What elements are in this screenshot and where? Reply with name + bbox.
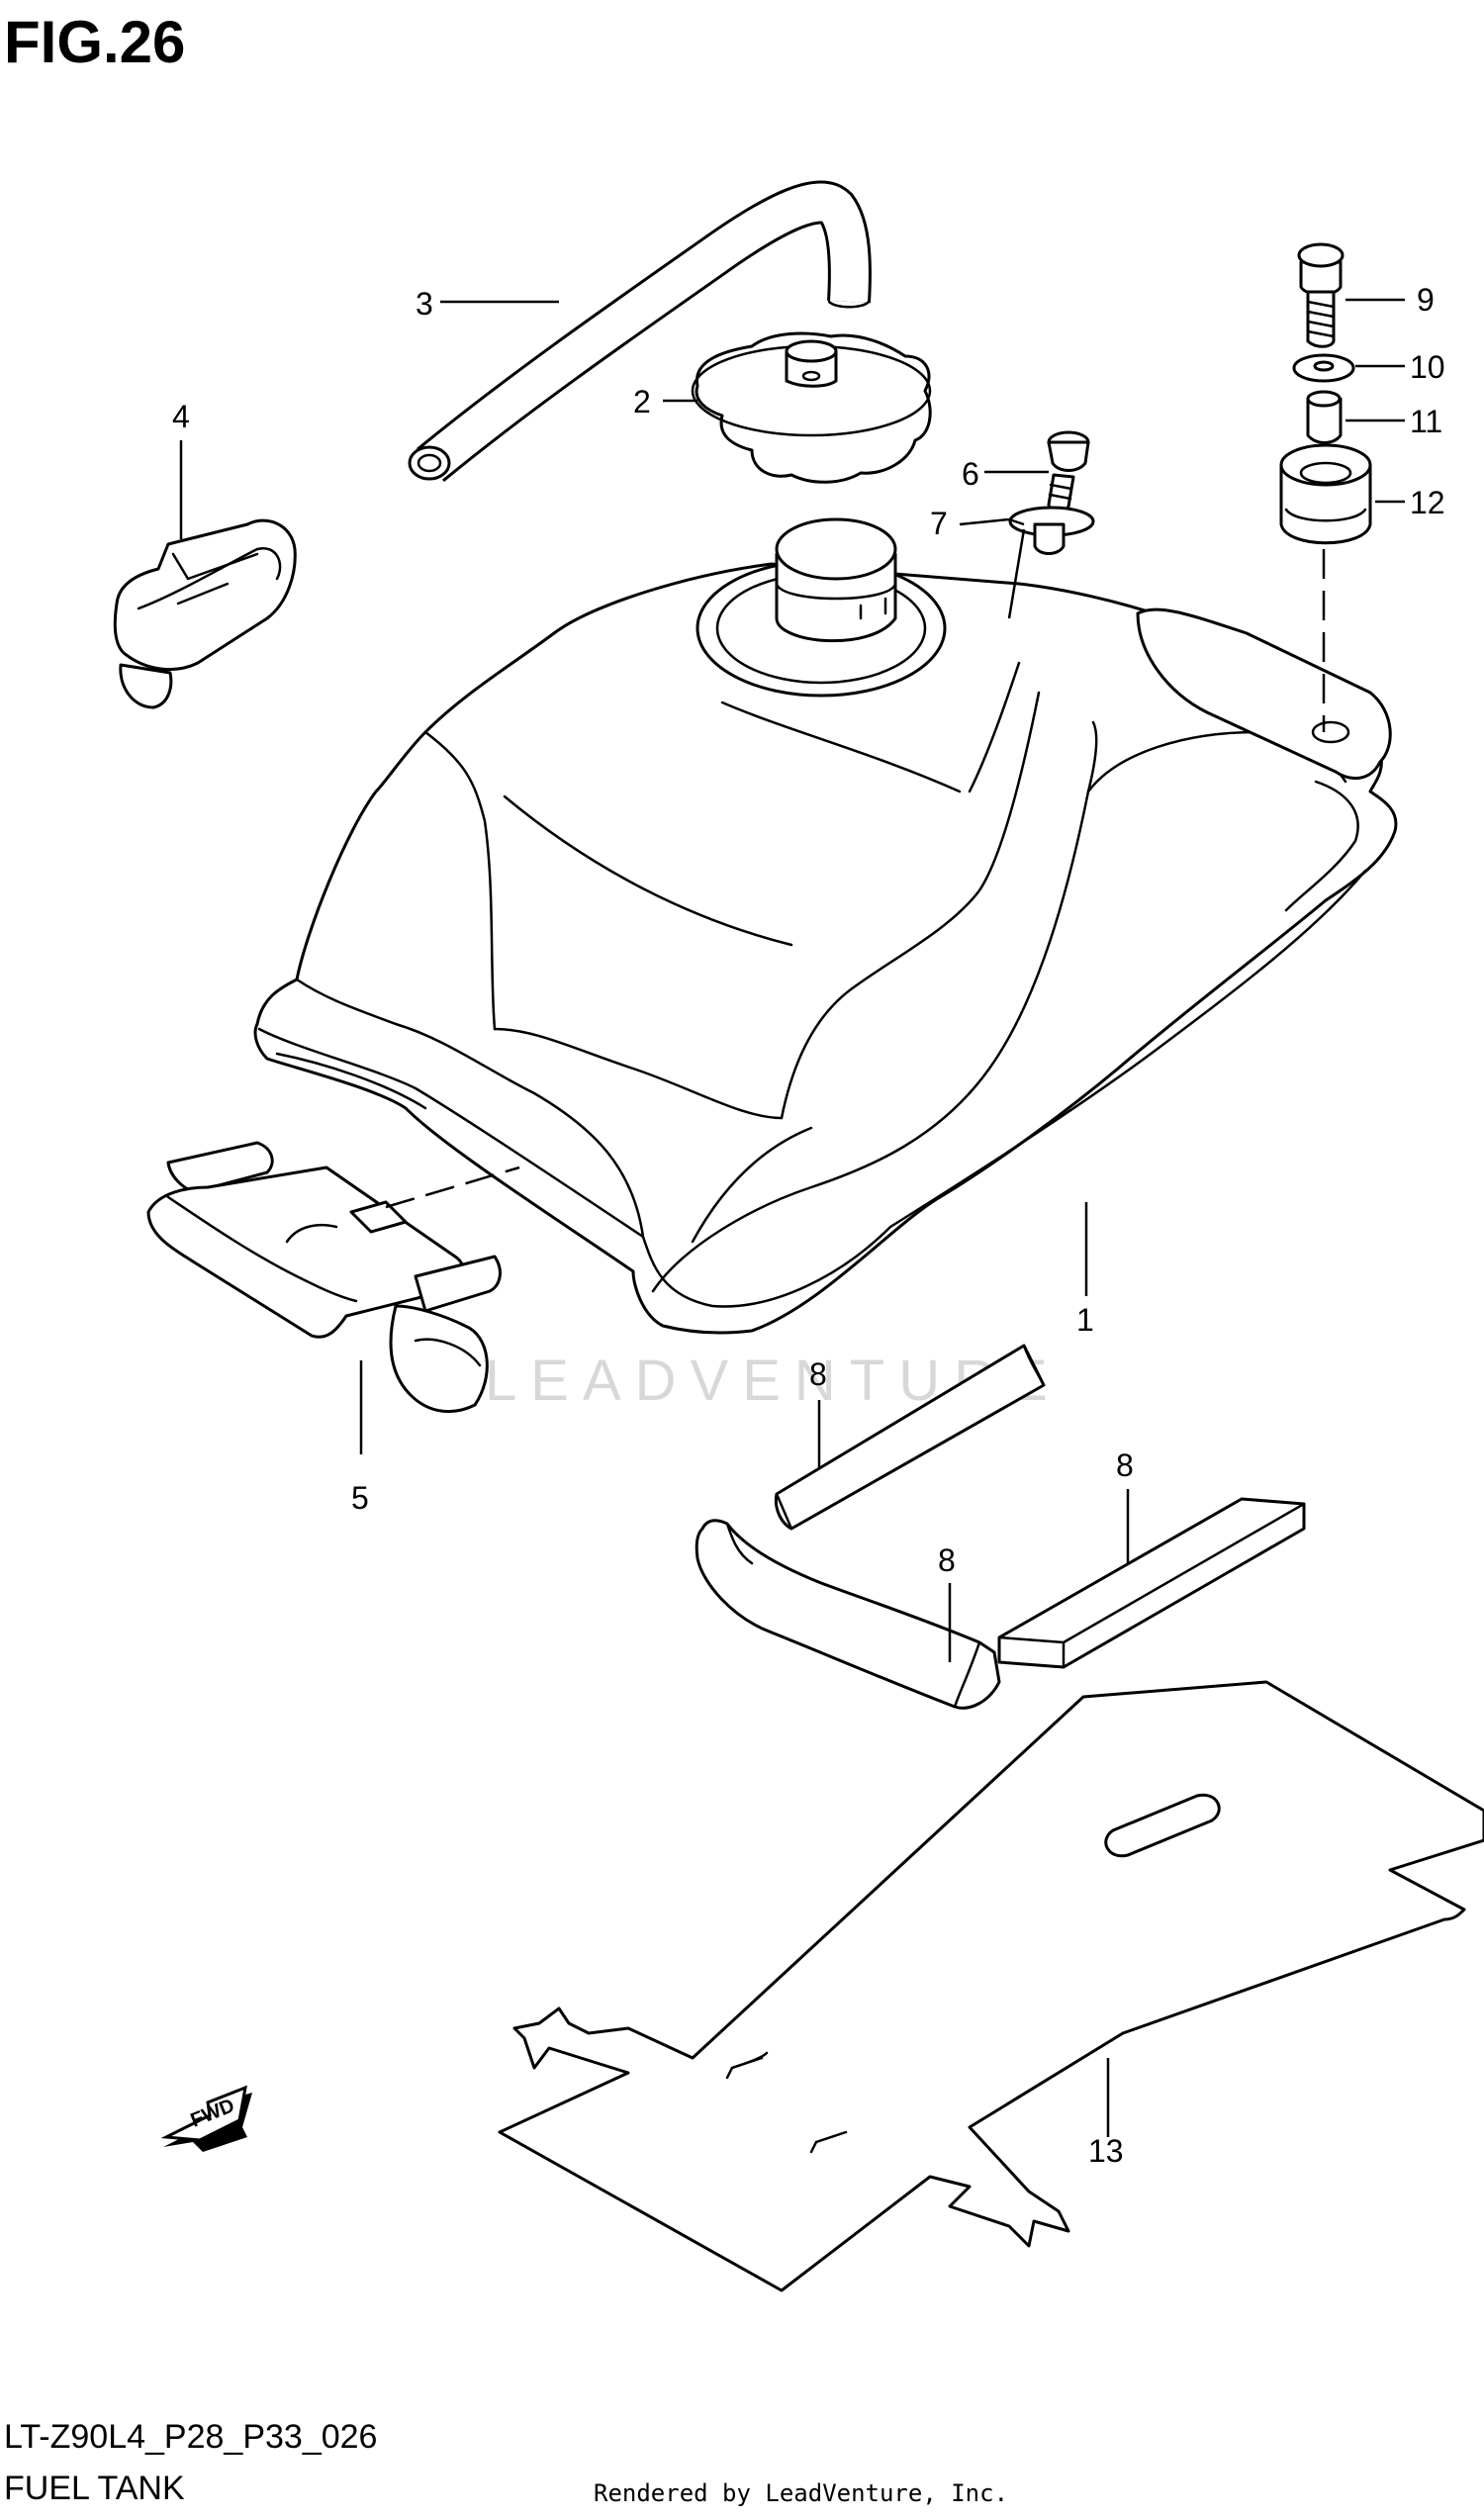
callout-9: 9	[1417, 282, 1435, 318]
support-bracket-part-5[interactable]	[146, 1141, 502, 1414]
tank-cushion-part-8-a[interactable]	[774, 1344, 1046, 1531]
callout-7: 7	[930, 506, 948, 541]
callout-3: 3	[416, 286, 433, 322]
callout-13: 13	[1088, 2133, 1124, 2169]
callout-8-a: 8	[809, 1356, 827, 1392]
callout-8-b: 8	[1116, 1447, 1134, 1483]
tank-cushion-part-8-b[interactable]	[695, 1519, 1001, 1710]
callout-2: 2	[633, 384, 651, 420]
bolt-part-9[interactable]	[1297, 242, 1345, 348]
screw-part-6[interactable]	[1047, 430, 1090, 513]
callout-6: 6	[962, 456, 979, 492]
figure-code: LT-Z90L4_P28_P33_026	[4, 2418, 378, 2456]
alignment-line-5	[385, 1166, 520, 1209]
callout-8-c: 8	[938, 1542, 956, 1578]
callout-1: 1	[1076, 1302, 1094, 1338]
fuel-tank-part-1[interactable]	[253, 517, 1398, 1335]
grommet-part-7[interactable]	[1008, 506, 1095, 555]
render-credit: Rendered by LeadVenture, Inc.	[594, 2479, 1009, 2507]
figure-title: FIG.26	[4, 9, 186, 75]
washer-part-10[interactable]	[1292, 353, 1355, 383]
fuel-cap-part-2[interactable]	[691, 331, 932, 484]
callout-5: 5	[351, 1480, 369, 1516]
callout-11: 11	[1410, 404, 1442, 439]
fwd-arrow-icon: FWD	[160, 2085, 252, 2152]
leader-lines	[179, 298, 1405, 2137]
callout-12: 12	[1410, 485, 1445, 520]
mounting-bracket-part-4[interactable]	[113, 518, 297, 709]
callout-10: 10	[1410, 349, 1445, 385]
callout-4: 4	[172, 399, 190, 434]
collar-part-11[interactable]	[1306, 390, 1343, 444]
callout-labels: 1 2 3 4 5 6 7 8 8 8 9 10 11 12 13	[172, 282, 1445, 2169]
cushion-part-12[interactable]	[1279, 443, 1372, 545]
figure-name: FUEL TANK	[4, 2470, 185, 2507]
tank-cushion-part-8-c[interactable]	[997, 1497, 1306, 1669]
heat-shield-part-13[interactable]	[498, 1680, 1484, 2292]
breather-hose-part-3[interactable]	[408, 180, 872, 482]
